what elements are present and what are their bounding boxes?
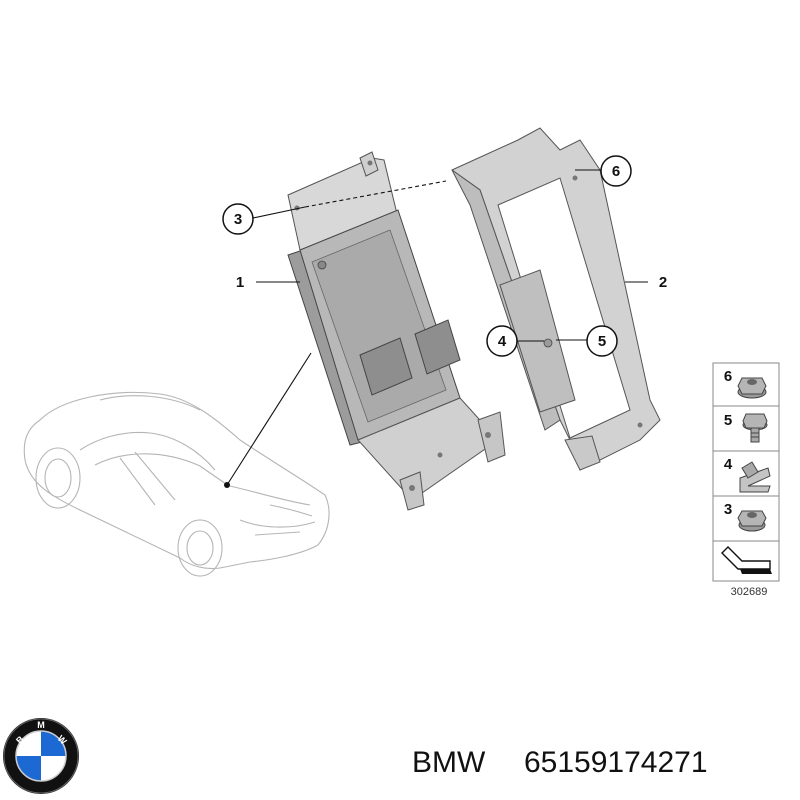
bmw-logo: B M W: [3, 718, 79, 794]
fastener-legend: 6 5 4 3: [712, 362, 780, 582]
legend-label-6: 6: [724, 368, 732, 385]
callout-3: 3: [222, 203, 254, 235]
callout-1-label: 1: [236, 274, 244, 291]
legend-label-3: 3: [724, 501, 732, 518]
callout-3-label: 3: [234, 211, 242, 228]
callout-2-label: 2: [659, 274, 667, 291]
callout-4-label: 4: [498, 333, 507, 350]
callout-6-label: 6: [612, 163, 620, 180]
callout-6: 6: [600, 155, 632, 187]
callout-2: 2: [659, 274, 667, 291]
callout-4: 4: [486, 325, 518, 357]
part-number: 65159174271: [524, 746, 708, 779]
hex-nut-icon: [737, 510, 767, 532]
car-outline-illustration: [23, 391, 330, 577]
diagram-reference-number: 302689: [731, 586, 768, 598]
legend-label-4: 4: [724, 456, 733, 473]
location-arrow-icon: [721, 546, 772, 574]
clip-nut-icon: [739, 461, 771, 493]
callout-5-label: 5: [598, 333, 606, 350]
brand-name: BMW: [412, 746, 486, 779]
callout-1: 1: [236, 274, 244, 291]
logo-letter-m: M: [37, 720, 45, 730]
hex-flange-nut-icon: [737, 377, 767, 399]
control-module-part-1: [287, 151, 506, 511]
hex-bolt-icon: [742, 413, 768, 443]
legend-label-5: 5: [724, 412, 732, 429]
callout-5: 5: [586, 325, 618, 357]
leader-lines: [252, 169, 648, 342]
location-leader-line: [226, 352, 312, 486]
